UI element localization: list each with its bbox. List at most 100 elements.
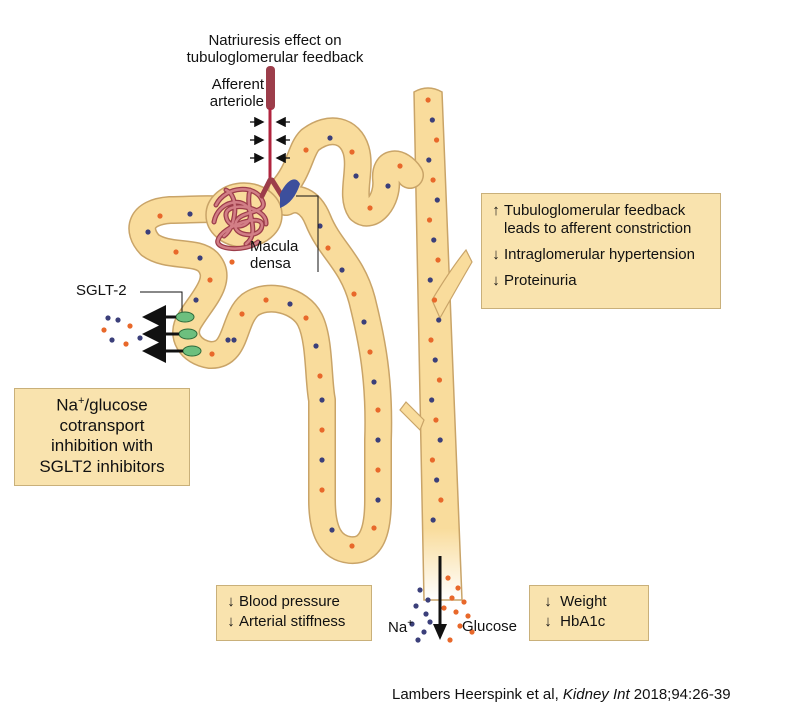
solute-dot [461,599,467,605]
solute-dot [449,595,455,601]
down-arrow-icon: ↓ [492,272,500,289]
solute-dot [187,211,193,217]
solute-dot [425,597,431,603]
feedback-item: leads to afferent constriction [504,220,692,237]
excreted-solute-dots [409,575,475,643]
solute-dots [145,97,444,549]
inhibition-box: Na+/glucose cotransport inhibition with … [14,388,190,486]
solute-dot [375,467,381,473]
solute-dot [409,621,415,627]
solute-dot [105,315,111,321]
solute-dot [313,343,319,349]
solute-dot [430,517,436,523]
solute-dot [351,291,357,297]
solute-dot [435,257,441,263]
weight-box: ↓ Weight ↓ HbA1c [529,585,649,641]
afferent-arteriole-label: Afferent arteriole [209,76,264,111]
solute-dot [123,341,129,347]
diagram-title: Natriuresis effect on tubuloglomerular f… [186,32,364,67]
solute-dot [317,223,323,229]
solute-dot [371,379,377,385]
down-arrow-icon: ↓ [227,612,235,630]
solute-dot [127,323,133,329]
blood-pressure-box: ↓Blood pressure ↓Arterial stiffness [216,585,372,641]
solute-dot [319,457,325,463]
solute-dot [225,337,231,343]
solute-dot [415,637,421,643]
solute-dot [319,487,325,493]
solute-dot [465,613,471,619]
sglt2-transporters [140,291,202,363]
solute-dot [425,97,431,103]
solute-dot [239,311,245,317]
down-arrow-icon: ↓ [544,593,552,610]
solute-dot [367,349,373,355]
solute-dot [434,477,440,483]
solute-dot [371,525,377,531]
solute-dot [427,619,433,625]
solute-dot [157,213,163,219]
solute-dot [436,317,442,323]
collecting-duct [399,87,473,601]
solute-dot [453,609,459,615]
renal-tubule [128,117,424,564]
weight-item: ↓ Weight [540,592,638,612]
solute-dot [445,575,451,581]
solute-dot [441,605,447,611]
solute-dot [375,407,381,413]
solute-dot [231,337,237,343]
solute-dot [426,217,433,223]
solute-dot [303,315,309,321]
solute-dot [173,249,179,255]
afferent-arteriole [259,66,285,199]
feedback-item: ↑Tubuloglomerular feedback [488,202,714,220]
solute-dot [319,427,325,433]
solute-dot [207,277,213,283]
solute-dot [431,237,437,243]
solute-dot [325,245,331,251]
blood-item: ↓Blood pressure [223,592,365,612]
citation: Lambers Heerspink et al, Kidney Int 2018… [392,686,731,703]
solute-dot [375,497,381,503]
inhibition-line-2: cotransport [59,416,145,436]
down-arrow-icon: ↓ [492,246,500,263]
solute-dot [433,137,440,143]
solute-dot [427,277,433,283]
sodium-label-sup: + [407,618,414,629]
solute-dot [197,255,203,261]
solute-dot [329,527,335,533]
solute-dot [434,197,440,203]
solute-dot [431,297,438,303]
solute-dot [421,629,427,635]
solute-dot [436,377,443,383]
solute-dot [457,623,463,629]
solute-dot [437,437,443,443]
solute-dot [417,587,423,593]
solute-dot [339,267,345,273]
solute-dot [303,147,309,153]
macula-densa [280,179,300,208]
solute-dot [101,327,107,333]
exported-solute-dots [101,315,143,347]
solute-dot [432,357,438,363]
weight-item: ↓ HbA1c [540,612,638,632]
solute-dot [413,603,419,609]
solute-dot [438,497,444,503]
solute-dot [429,397,435,403]
solute-dot [349,149,355,155]
solute-dot [375,437,381,443]
solute-dot [385,183,391,189]
solute-dot [469,629,475,635]
solute-dot [109,337,115,343]
solute-dot [263,297,269,303]
solute-dot [397,163,403,169]
feedback-effects-box: ↑Tubuloglomerular feedback leads to affe… [481,193,721,309]
solute-dot [115,317,121,323]
solute-dot [428,337,434,343]
glucose-label: Glucose [462,618,518,635]
solute-dot [209,351,215,357]
inhibition-line-3: inhibition with [50,436,154,456]
constriction-arrows [250,116,290,164]
solute-dot [447,637,453,643]
